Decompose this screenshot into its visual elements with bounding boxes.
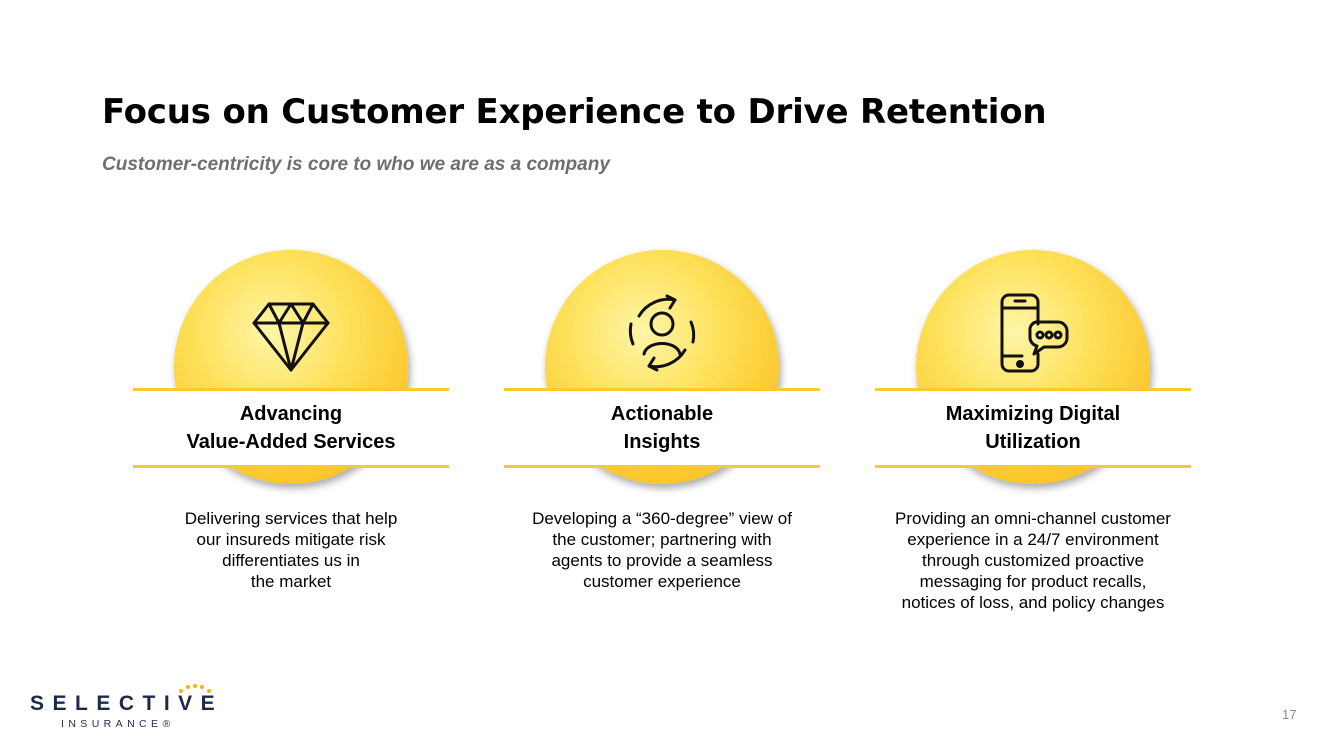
- card-description: Delivering services that help our insure…: [184, 509, 398, 591]
- customer-insight-icon: [628, 294, 696, 372]
- logo-subtext: INSURANCE®: [61, 718, 175, 730]
- card-heading: Actionable Insights: [610, 403, 714, 453]
- mobile-chat-icon: [1000, 293, 1069, 373]
- logo-dots-icon: [179, 684, 211, 693]
- card-description: Developing a “360-degree” view of the cu…: [532, 509, 792, 591]
- logo-wordmark: SELECTIVE: [30, 692, 224, 715]
- diamond-icon: [252, 302, 330, 372]
- card-digital-utilization: Maximizing Digital Utilization Providing…: [875, 250, 1191, 620]
- card-heading-band: Advancing Value-Added Services: [133, 388, 449, 468]
- selective-insurance-logo: SELECTIVE INSURANCE®: [30, 684, 215, 734]
- card-heading-band: Actionable Insights: [504, 388, 820, 468]
- page-title: Focus on Customer Experience to Drive Re…: [102, 92, 1047, 132]
- card-heading: Advancing Value-Added Services: [186, 403, 396, 453]
- card-heading: Maximizing Digital Utilization: [945, 403, 1121, 453]
- card-heading-band: Maximizing Digital Utilization: [875, 388, 1191, 468]
- card-value-added-services: Advancing Value-Added Services Deliverin…: [133, 250, 449, 620]
- page-subtitle: Customer-centricity is core to who we ar…: [102, 154, 610, 175]
- card-actionable-insights: Actionable Insights Developing a “360-de…: [504, 250, 820, 620]
- page-number: 17: [1282, 707, 1297, 722]
- card-description: Providing an omni-channel customer exper…: [895, 509, 1171, 612]
